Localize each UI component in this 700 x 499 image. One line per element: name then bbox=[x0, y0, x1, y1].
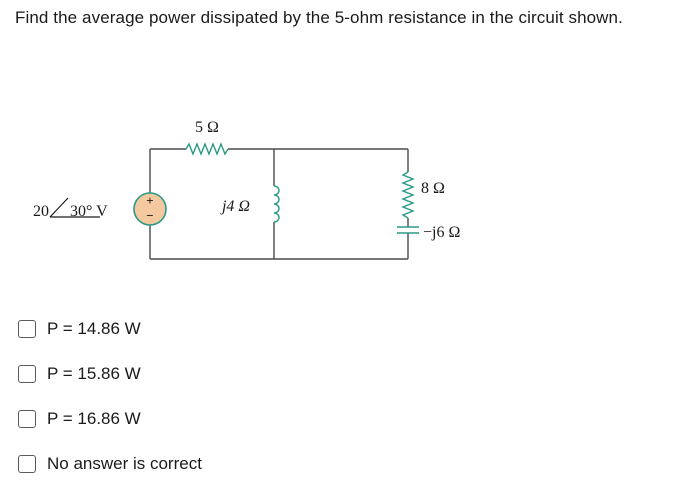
voltage-source bbox=[133, 192, 167, 226]
source-minus-sign: − bbox=[146, 208, 153, 223]
option-3-label: P = 16.86 W bbox=[47, 409, 141, 428]
circuit-wires bbox=[149, 148, 409, 260]
option-3-checkbox[interactable] bbox=[18, 410, 36, 428]
phasor-angle-symbol bbox=[49, 197, 100, 218]
source-angle: 30° V bbox=[70, 203, 108, 220]
option-1[interactable]: P = 14.86 W bbox=[18, 317, 202, 341]
option-2-label: P = 15.86 W bbox=[47, 364, 141, 383]
inductor-j4 bbox=[273, 185, 280, 223]
source-magnitude: 20 bbox=[33, 203, 49, 220]
question-text: Find the average power dissipated by the… bbox=[15, 8, 623, 27]
option-4-checkbox[interactable] bbox=[18, 455, 36, 473]
option-2-checkbox[interactable] bbox=[18, 365, 36, 383]
circuit-diagram: 5 Ω j4 Ω 8 Ω −j6 Ω + − 20 30° V bbox=[33, 119, 460, 260]
capacitor-minus-j6 bbox=[397, 226, 419, 234]
option-4-label: No answer is correct bbox=[47, 454, 202, 473]
option-4[interactable]: No answer is correct bbox=[18, 452, 202, 476]
capacitor-label: −j6 Ω bbox=[423, 224, 460, 241]
resistor-8ohm-label: 8 Ω bbox=[421, 180, 445, 197]
source-plus-sign: + bbox=[146, 193, 153, 208]
resistor-5ohm bbox=[185, 142, 229, 156]
resistor-8ohm bbox=[401, 171, 415, 219]
resistor-5ohm-label: 5 Ω bbox=[195, 119, 219, 136]
option-1-label: P = 14.86 W bbox=[47, 319, 141, 338]
inductor-j4-label: j4 Ω bbox=[220, 198, 250, 215]
answer-options: P = 14.86 W P = 15.86 W P = 16.86 W No a… bbox=[18, 317, 202, 497]
option-3[interactable]: P = 16.86 W bbox=[18, 407, 202, 431]
option-2[interactable]: P = 15.86 W bbox=[18, 362, 202, 386]
option-1-checkbox[interactable] bbox=[18, 320, 36, 338]
